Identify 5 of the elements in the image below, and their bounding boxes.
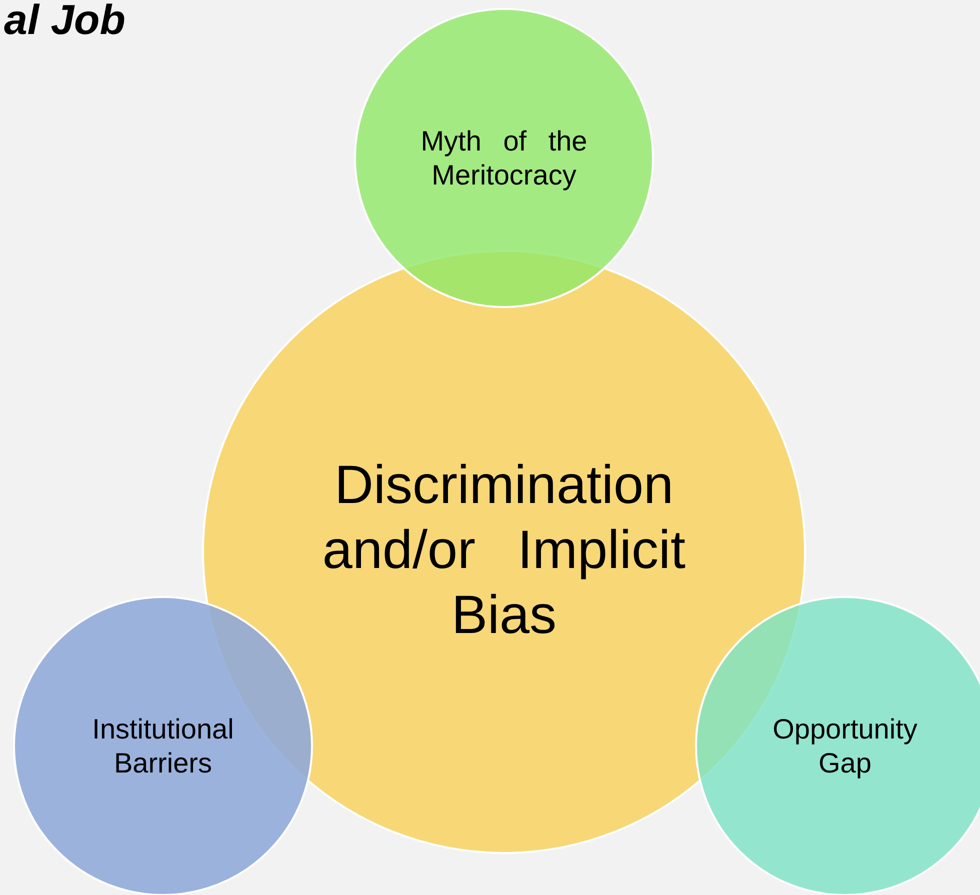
title: al Job [4, 0, 126, 44]
circle-label: Opportunity Gap [772, 712, 918, 780]
circle-label: Institutional Barriers [91, 712, 235, 780]
circle-label: Myth of the Meritocracy [420, 124, 588, 192]
circle-label: Discrimination and/or Implicit Bias [321, 454, 687, 646]
